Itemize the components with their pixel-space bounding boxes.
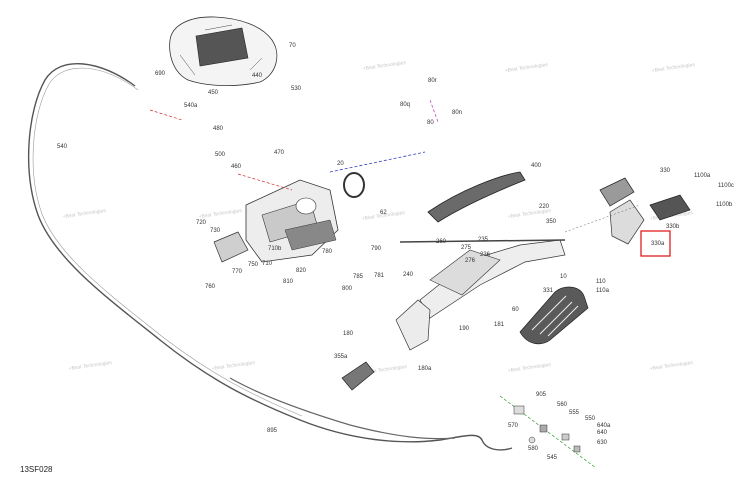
callout-80: 80 <box>427 120 434 126</box>
pad-110 <box>519 286 589 345</box>
callout-540: 540 <box>57 144 68 150</box>
callout-800: 800 <box>342 286 353 292</box>
callout-1100a: 1100a <box>694 173 711 179</box>
callout-70: 70 <box>289 43 296 49</box>
fastener-cluster <box>513 405 581 453</box>
handlebar-assembly <box>399 171 566 319</box>
callout-710: 710 <box>262 261 273 267</box>
callout-780: 780 <box>322 249 333 255</box>
callout-20: 20 <box>337 161 344 167</box>
watermark: +Best Technologies <box>198 208 242 220</box>
callout-470: 470 <box>274 150 285 156</box>
watermark: +Best Technologies <box>62 208 106 220</box>
callout-895: 895 <box>267 428 278 434</box>
callout-750: 750 <box>248 262 259 268</box>
watermark: +Best Technologies <box>649 360 693 372</box>
guide-red <box>149 109 183 121</box>
callout-180a: 180a <box>418 366 432 372</box>
callout-770: 770 <box>232 269 243 275</box>
callout-690: 690 <box>155 71 166 77</box>
callout-236: 236 <box>480 252 491 258</box>
diagram-code: 13SF028 <box>20 465 53 474</box>
callout-550: 550 <box>585 416 596 422</box>
callout-1100c: 1100c <box>718 183 734 189</box>
callout-350: 350 <box>546 219 557 225</box>
callout-355a: 355a <box>334 354 348 360</box>
callout-545: 545 <box>547 455 558 461</box>
cable-895 <box>229 377 456 440</box>
callout-790: 790 <box>371 246 382 252</box>
watermark: +Best Technologies <box>68 360 112 372</box>
callout-400: 400 <box>531 163 542 169</box>
callout-331: 331 <box>543 288 554 294</box>
callout-640: 640 <box>597 430 608 436</box>
watermark: +Best Technologies <box>651 62 695 74</box>
callout-450: 450 <box>208 90 219 96</box>
watermark: +Best Technologies <box>504 62 548 74</box>
callout-275: 275 <box>461 245 472 251</box>
fairing-70 <box>169 16 278 87</box>
callout-720: 720 <box>196 220 207 226</box>
callout-440: 440 <box>252 73 263 79</box>
guide-red-2 <box>237 173 293 191</box>
callout-110a: 110a <box>596 288 610 294</box>
callout-62: 62 <box>380 210 387 216</box>
highlight-box <box>640 230 671 257</box>
callout-760: 760 <box>205 284 216 290</box>
callout-480: 480 <box>213 126 224 132</box>
callout-540a: 540a <box>184 103 198 109</box>
watermark-layer: +Best Technologies +Best Technologies +Bes… <box>62 60 695 376</box>
callout-235: 235 <box>478 237 489 243</box>
callout-560: 560 <box>557 402 568 408</box>
callout-1100b: 1100b <box>716 202 733 208</box>
callout-555: 555 <box>569 410 580 416</box>
callout-785: 785 <box>353 274 364 280</box>
guide-grey <box>564 204 641 233</box>
callout-810: 810 <box>283 279 294 285</box>
pad-110-stripes <box>531 295 579 337</box>
callout-276: 276 <box>465 258 476 264</box>
callout-80n: 80n <box>452 110 462 116</box>
callout-220: 220 <box>539 204 550 210</box>
grip-330 <box>599 177 691 245</box>
callout-730: 730 <box>210 228 221 234</box>
watermark: +Best Technologies <box>507 362 551 374</box>
callout-580: 580 <box>528 446 539 452</box>
callout-710b: 710b <box>268 246 282 252</box>
callout-110: 110 <box>596 279 606 285</box>
callout-640a: 640a <box>597 423 611 429</box>
callout-330: 330 <box>660 168 671 174</box>
cable-540 <box>27 62 513 451</box>
callout-260: 260 <box>436 239 447 245</box>
callout-240: 240 <box>403 272 414 278</box>
callout-layer: 70 690 440 450 530 540a 480 500 470 460 540 20 62 720… <box>57 43 734 461</box>
callout-905: 905 <box>536 392 547 398</box>
column-710 <box>245 179 339 263</box>
callout-180: 180 <box>343 331 354 337</box>
guide-magenta <box>429 99 439 123</box>
callout-570: 570 <box>508 423 519 429</box>
callout-330a: 330a <box>651 241 665 247</box>
callout-530: 530 <box>291 86 302 92</box>
callout-330b: 330b <box>666 224 680 230</box>
grip-355a <box>341 361 375 391</box>
watermark: +Best Technologies <box>211 360 255 372</box>
callout-10: 10 <box>560 274 567 280</box>
callout-80r: 80r <box>428 78 437 84</box>
callout-500: 500 <box>215 152 226 158</box>
callout-181: 181 <box>494 322 505 328</box>
callout-820: 820 <box>296 268 307 274</box>
callout-630: 630 <box>597 440 608 446</box>
guard-180 <box>395 299 431 351</box>
grip-750 <box>213 231 249 263</box>
callout-80q: 80q <box>400 102 410 108</box>
callout-781: 781 <box>374 273 385 279</box>
callout-190: 190 <box>459 326 470 332</box>
callout-460: 460 <box>231 164 242 170</box>
watermark: +Best Technologies <box>362 60 406 72</box>
ring-20 <box>343 172 365 198</box>
callout-60: 60 <box>512 307 519 313</box>
guide-blue <box>329 151 426 173</box>
